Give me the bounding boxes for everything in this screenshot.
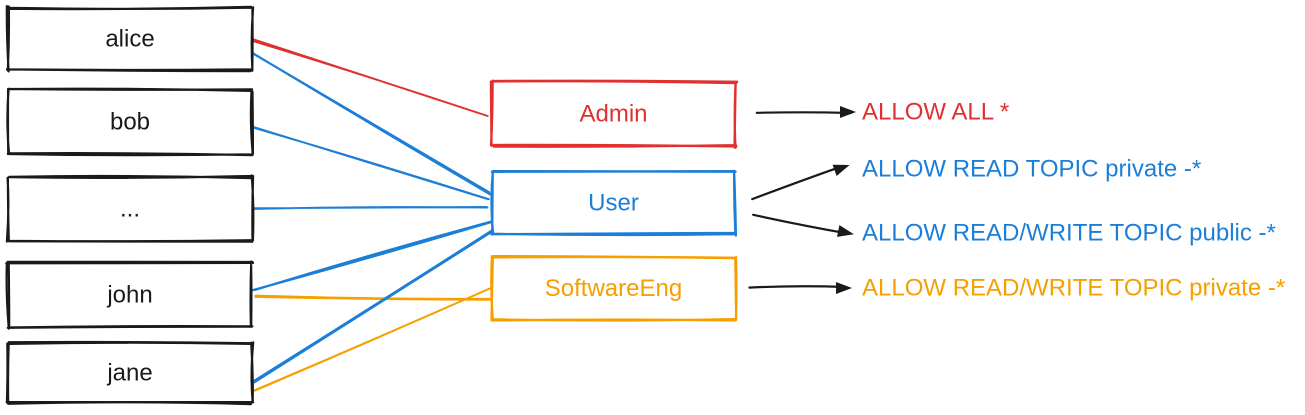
role-node-softwareeng[interactable]: SoftwareEng <box>490 254 738 322</box>
role-box-border <box>489 79 739 149</box>
role-box-border <box>490 169 738 237</box>
user-box-fill <box>8 177 252 241</box>
permission-text-p-read-private: ALLOW READ TOPIC private -* <box>862 156 1201 183</box>
user-node-john[interactable]: john <box>5 260 255 330</box>
user-box-border <box>6 87 254 157</box>
arrow-shaft <box>748 285 847 289</box>
role-label-user: User <box>588 190 639 217</box>
arrowhead-icon <box>840 106 856 118</box>
user-box-fill <box>8 263 252 327</box>
user-box-border <box>5 5 255 73</box>
role-node-admin[interactable]: Admin <box>489 79 739 149</box>
user-node-bob[interactable]: bob <box>6 87 254 157</box>
grant-arrow-user-p-rw-public <box>752 213 854 237</box>
user-box-border <box>5 260 255 330</box>
user-node-alice[interactable]: alice <box>5 5 255 73</box>
membership-edge-jane-softwareeng <box>252 286 495 392</box>
membership-edge-alice-admin <box>251 37 489 117</box>
arrow-shaft <box>755 111 852 115</box>
role-node-user[interactable]: User <box>490 169 738 237</box>
grant-arrow-admin-p-allow-all <box>755 106 856 118</box>
membership-edge-jane-user <box>253 226 499 384</box>
user-label-bob: bob <box>110 109 150 136</box>
grant-arrow-user-p-read-private <box>751 164 850 201</box>
membership-edge-alice-user <box>251 52 491 196</box>
membership-edge-dots-user <box>252 206 489 210</box>
arrow-shaft <box>751 164 845 201</box>
arrow-shaft <box>752 213 850 235</box>
role-box-fill <box>492 172 735 234</box>
membership-edge-john-softwareeng <box>254 294 498 301</box>
user-label-alice: alice <box>105 26 154 53</box>
role-box-fill <box>492 257 735 320</box>
grant-arrow-softwareeng-p-rw-private <box>748 282 852 294</box>
permission-text-p-rw-private: ALLOW READ/WRITE TOPIC private -* <box>862 275 1285 302</box>
arrowhead-icon <box>832 164 850 176</box>
user-box-fill <box>8 8 252 70</box>
role-box-fill <box>492 82 735 146</box>
user-box-border <box>5 174 255 243</box>
user-label-john: john <box>106 282 152 309</box>
permission-text-p-rw-public: ALLOW READ/WRITE TOPIC public -* <box>862 220 1276 247</box>
user-box-border <box>5 340 255 406</box>
role-box-border <box>490 254 738 322</box>
user-node-dots[interactable]: ... <box>5 174 255 243</box>
arrowhead-icon <box>836 282 852 294</box>
role-label-admin: Admin <box>579 101 647 128</box>
role-label-softwareeng: SoftwareEng <box>545 275 682 302</box>
user-box-fill <box>8 343 252 403</box>
user-box-fill <box>8 90 252 154</box>
user-label-dots: ... <box>120 196 140 223</box>
membership-edge-bob-user <box>251 125 490 201</box>
membership-edge-john-user <box>251 220 495 292</box>
user-node-jane[interactable]: jane <box>5 340 255 406</box>
arrowhead-icon <box>837 225 854 237</box>
user-label-jane: jane <box>106 360 152 387</box>
permission-text-p-allow-all: ALLOW ALL * <box>862 99 1009 126</box>
